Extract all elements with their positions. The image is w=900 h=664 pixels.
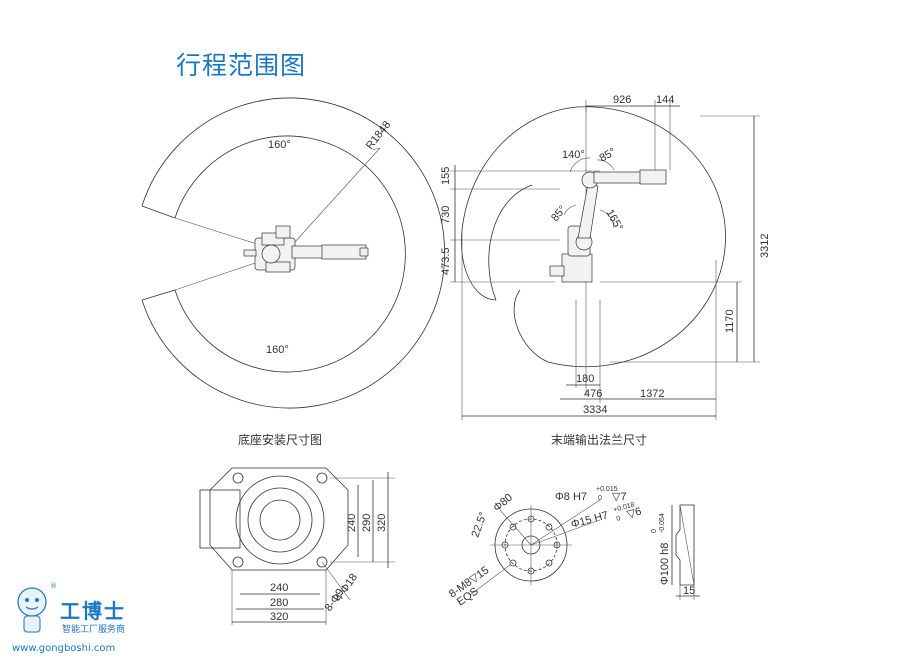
flange-h100-tol2: -0.054	[659, 513, 666, 533]
dim-1170: 1170	[724, 309, 736, 333]
base-outline	[209, 467, 349, 571]
base-hole-leader	[321, 561, 351, 601]
inner-reach-arc	[174, 135, 406, 373]
radius-arrow	[371, 147, 381, 151]
side-view: 155 730 473.5 926 144 3312 1170 180 476 …	[440, 94, 771, 420]
base-dim-290v: 290	[361, 514, 373, 532]
radius-label: R1848	[364, 119, 393, 152]
base-dim-240h: 240	[270, 582, 288, 594]
flange-leader-80	[499, 509, 532, 546]
flange-leader-8	[530, 499, 601, 546]
top-view: 160° 160° R1848	[141, 97, 446, 409]
side-bottom-lobe	[513, 289, 549, 363]
flange-dia80: Φ80	[491, 492, 515, 515]
dim-473: 473.5	[440, 247, 452, 275]
base-dim-240v: 240	[346, 514, 358, 532]
flange-h8-tol0: 0	[598, 495, 602, 502]
flange-drawing: Φ80 22.5° Φ8 H7 +0.015 0 ▽7 Φ15 H7 +0.01…	[447, 486, 700, 608]
angle-140: 140°	[562, 149, 585, 161]
mount-hole-3	[232, 556, 244, 568]
flange-h8-tol: +0.015	[596, 486, 618, 493]
base-dim-320h: 320	[270, 611, 288, 623]
angle-85-top: 85°	[598, 146, 618, 165]
flange-section	[675, 504, 695, 586]
flange-h8: Φ8 H7	[555, 491, 587, 503]
arc-85-top	[596, 159, 615, 171]
flange-hole-7	[509, 559, 517, 567]
base-drawing: 240 290 320 240 280 320 4-Φ18 8-Φ9	[199, 467, 395, 625]
flange-hole-8	[545, 559, 553, 567]
flange-h100-tol: 0	[651, 529, 658, 533]
flange-hole-6	[545, 523, 553, 531]
mount-hole-1	[232, 472, 244, 484]
robot-side-view	[549, 169, 667, 283]
outer-reach-arc	[141, 97, 446, 409]
flange-leader-m8	[469, 564, 511, 596]
page-title: 行程范围图	[176, 51, 307, 80]
brand-name: 工博士	[60, 599, 126, 623]
brand-url: www.gongboshi.com	[12, 643, 116, 654]
flange-hole-5	[509, 523, 517, 531]
flange-leader-15	[530, 519, 601, 546]
side-inner-lobe	[488, 184, 533, 301]
flange-h15-tol0: 0	[616, 515, 622, 523]
registered-mark: ®	[50, 582, 57, 590]
flange-h15-depth: ▽6	[626, 506, 643, 521]
arc-end-bottom	[141, 289, 176, 301]
flange-d15: 15	[683, 585, 695, 597]
arc-140	[569, 157, 591, 173]
arc-165	[599, 209, 615, 229]
dim-144: 144	[656, 94, 674, 106]
dim-476: 476	[584, 388, 602, 400]
angle-85: 85°	[549, 203, 569, 223]
dim-180: 180	[576, 373, 594, 385]
flange-h15: Φ15 H7	[570, 509, 610, 530]
brand-slogan: 智能工厂服务商	[62, 625, 126, 635]
base-caption: 底座安装尺寸图	[238, 433, 323, 447]
arc-85	[563, 204, 577, 216]
dim-3334: 3334	[583, 404, 607, 416]
side-left-envelope	[461, 106, 578, 301]
base-inner-circle	[259, 499, 301, 541]
top-angle-label: 160°	[268, 139, 291, 151]
flange-hatch	[679, 504, 695, 586]
arc-end-top	[141, 205, 176, 219]
mount-hole-4	[316, 556, 328, 568]
mount-hole-2	[316, 472, 328, 484]
flange-h8-depth: ▽7	[612, 491, 627, 503]
base-side-block	[199, 489, 241, 549]
mascot-logo	[17, 587, 47, 633]
radius-leader	[284, 147, 381, 254]
dim-3312: 3312	[759, 234, 771, 258]
robot-top-view	[243, 225, 369, 273]
flange-caption: 末端输出法兰尺寸	[551, 433, 648, 447]
flange-h100: Φ100 h8	[659, 543, 671, 585]
dim-1372: 1372	[640, 388, 664, 400]
dim-926: 926	[613, 94, 631, 106]
base-dim-320v: 320	[376, 514, 388, 532]
base-mid-circle	[247, 487, 313, 553]
flange-angle: 22.5°	[470, 511, 490, 539]
dim-155: 155	[440, 167, 452, 185]
dim-730: 730	[440, 206, 452, 224]
bottom-angle-label: 160°	[266, 344, 289, 356]
base-outer-circle	[235, 475, 325, 565]
angle-165: 165°	[603, 208, 625, 234]
base-dim-280h: 280	[270, 597, 288, 609]
